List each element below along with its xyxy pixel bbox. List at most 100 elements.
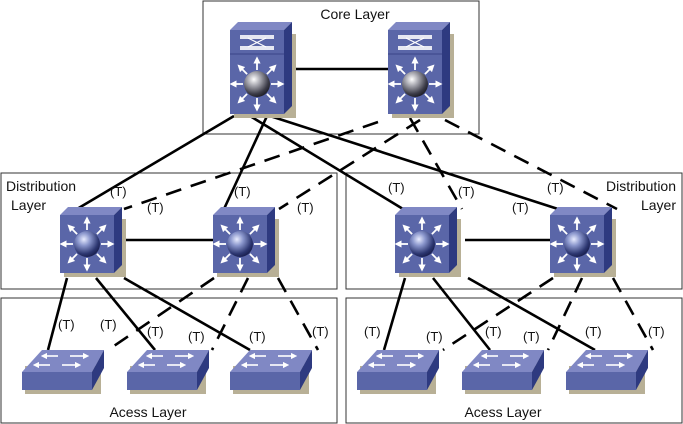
device-top <box>213 207 275 215</box>
trunk-labels: (T) (T) (T) (T) (T) (T) (T) (T) (T) (T) … <box>58 180 665 344</box>
link-dist4-acc6 <box>611 277 655 351</box>
trunk-label: (T) <box>547 180 564 195</box>
trunk-label: (T) <box>234 184 251 199</box>
device-face <box>230 372 300 390</box>
arrow-icon <box>557 224 568 235</box>
link-dist2-acc1 <box>107 276 215 352</box>
arrow-icon <box>220 253 231 264</box>
router-sphere-icon <box>227 231 253 257</box>
distribution-switch-dist4[interactable] <box>549 207 616 277</box>
device-face <box>462 372 532 390</box>
arrow-icon <box>67 253 78 264</box>
devices-group <box>22 22 648 394</box>
arrow-icon <box>402 224 413 235</box>
link-dist2-acc2 <box>210 277 250 351</box>
arrow-icon <box>220 224 231 235</box>
distribution-layer-box-right <box>345 172 683 290</box>
link-core2-dist2 <box>278 118 421 211</box>
core-switch-core1[interactable] <box>229 22 296 118</box>
trunk-label: (T) <box>426 329 443 344</box>
arrow-icon <box>586 253 597 264</box>
arrow-icon <box>237 93 248 104</box>
device-side <box>197 350 209 390</box>
switch-arrows-icon <box>576 352 634 369</box>
device-top <box>566 350 648 372</box>
trunk-label: (T) <box>388 180 405 195</box>
device-top <box>127 350 209 372</box>
link-core2-dist1 <box>123 120 379 211</box>
router-sphere-icon <box>74 231 100 257</box>
access-switch-acc5[interactable] <box>462 350 544 394</box>
device-side <box>449 207 457 273</box>
distribution-layer-label-right-1: Distribution <box>606 178 676 194</box>
link-core2-dist4 <box>444 118 618 211</box>
device-side <box>442 22 450 114</box>
device-face <box>127 372 197 390</box>
link-dist3-acc4 <box>382 277 407 351</box>
device-side <box>300 350 312 390</box>
device-side <box>604 207 612 273</box>
link-dist1-acc2 <box>94 277 157 351</box>
access-switch-acc1[interactable] <box>22 350 104 394</box>
distribution-layer-box-left <box>0 172 338 290</box>
arrow-icon <box>431 253 442 264</box>
device-side <box>92 350 104 390</box>
router-sphere-icon <box>244 71 270 97</box>
trunk-label: (T) <box>312 324 329 339</box>
trunk-label: (T) <box>110 184 127 199</box>
link-dist3-acc6 <box>467 276 596 352</box>
arrow-icon <box>96 224 107 235</box>
arrow-icon <box>586 224 597 235</box>
links-group <box>46 67 655 352</box>
arrow-icon <box>67 224 78 235</box>
access-switch-acc3[interactable] <box>230 350 312 394</box>
arrow-icon <box>395 64 406 75</box>
device-face <box>566 372 636 390</box>
arrow-icon <box>557 253 568 264</box>
core-layer-label: Core Layer <box>320 6 390 22</box>
access-switch-acc6[interactable] <box>566 350 648 394</box>
device-top <box>550 207 612 215</box>
link-dist1-acc3 <box>123 276 251 352</box>
distribution-switch-dist3[interactable] <box>394 207 461 277</box>
trunk-label: (T) <box>458 184 475 199</box>
device-top <box>395 207 457 215</box>
access-switch-acc2[interactable] <box>127 350 209 394</box>
arrow-icon <box>249 253 260 264</box>
device-top <box>22 350 104 372</box>
device-top <box>462 350 544 372</box>
trunk-label: (T) <box>523 329 540 344</box>
arrow-icon <box>431 224 442 235</box>
link-dist2-acc3 <box>276 277 320 351</box>
arrow-icon <box>266 93 277 104</box>
access-layer-label-left: Acess Layer <box>109 404 186 420</box>
core-switch-core2[interactable] <box>387 22 454 118</box>
router-sphere-icon <box>564 231 590 257</box>
distribution-switch-dist1[interactable] <box>59 207 126 277</box>
distribution-switch-dist2[interactable] <box>212 207 279 277</box>
trunk-label: (T) <box>249 329 266 344</box>
trunk-label: (T) <box>297 200 314 215</box>
switch-arrows-icon <box>137 352 195 369</box>
arrow-icon <box>96 253 107 264</box>
link-core1-dist3 <box>249 114 404 211</box>
access-layer-box-right <box>345 297 683 424</box>
arrow-icon <box>402 253 413 264</box>
device-face <box>357 372 427 390</box>
access-switch-acc4[interactable] <box>357 350 439 394</box>
trunk-label: (T) <box>100 317 117 332</box>
trunk-label: (T) <box>188 329 205 344</box>
crossbar-icon <box>398 35 432 50</box>
switch-arrows-icon <box>367 352 425 369</box>
arrow-icon <box>237 64 248 75</box>
arrow-icon <box>424 93 435 104</box>
trunk-label: (T) <box>512 200 529 215</box>
device-side <box>532 350 544 390</box>
router-sphere-icon <box>402 71 428 97</box>
trunk-label: (T) <box>147 200 164 215</box>
trunk-label: (T) <box>485 324 502 339</box>
arrow-icon <box>424 64 435 75</box>
device-side <box>114 207 122 273</box>
trunk-label: (T) <box>147 324 164 339</box>
